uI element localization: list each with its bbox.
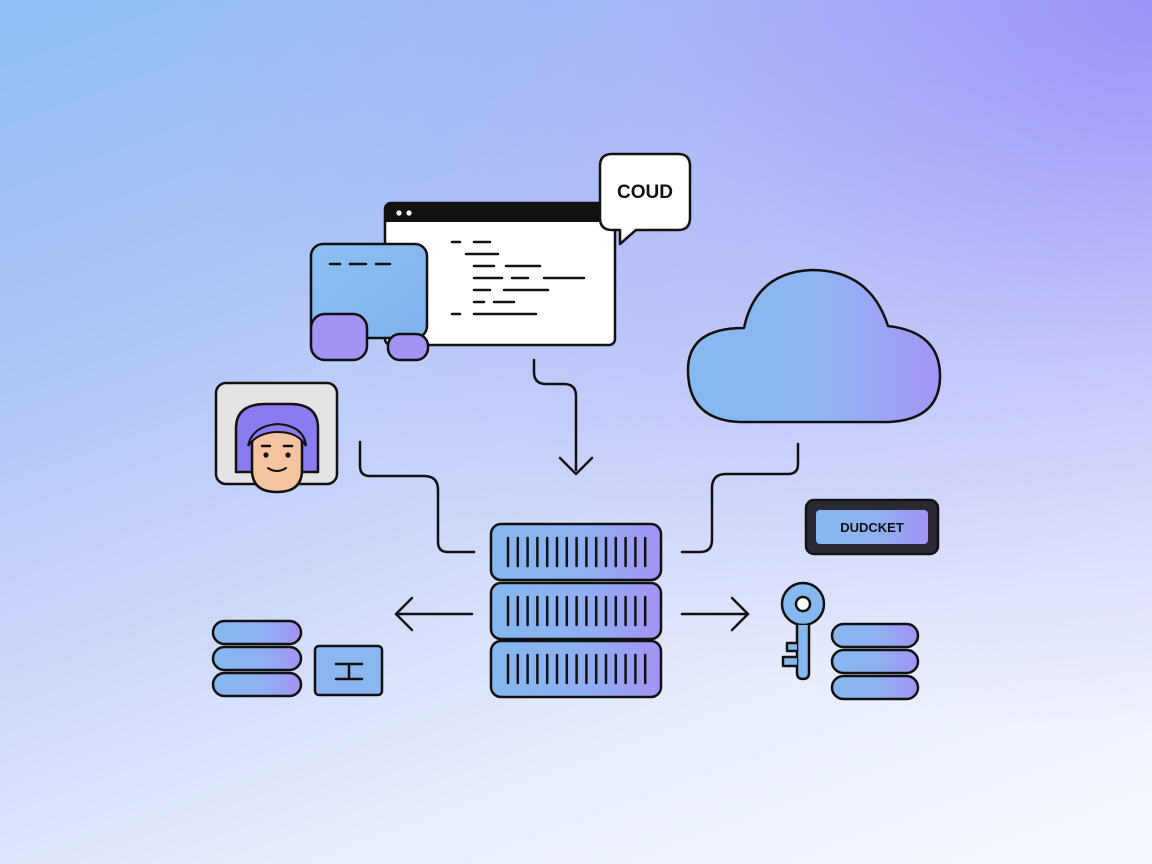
connector-avatar-server <box>358 440 476 554</box>
connector-lines <box>358 358 800 554</box>
connector-cloud-server <box>680 442 800 554</box>
message-panel-icon <box>309 242 430 362</box>
badge-label: DUDCKET <box>840 520 904 535</box>
badge: DUDCKET <box>804 498 940 556</box>
arrow-right-icon <box>680 596 750 632</box>
bubble-label: COUD <box>617 182 673 203</box>
chat-bubble-icon: COUD <box>598 152 692 246</box>
terminal-card-icon <box>313 644 384 697</box>
arrow-left-icon <box>394 596 474 632</box>
cloud-icon <box>686 268 942 424</box>
code-window-icon <box>383 201 617 347</box>
key-icon <box>780 581 826 681</box>
connector-window-server <box>532 358 578 472</box>
database-icon-right <box>830 622 920 701</box>
user-avatar-icon <box>214 381 339 494</box>
database-icon <box>211 619 303 698</box>
arrow-down-icon <box>558 456 594 476</box>
server-stack-icon <box>489 522 663 699</box>
